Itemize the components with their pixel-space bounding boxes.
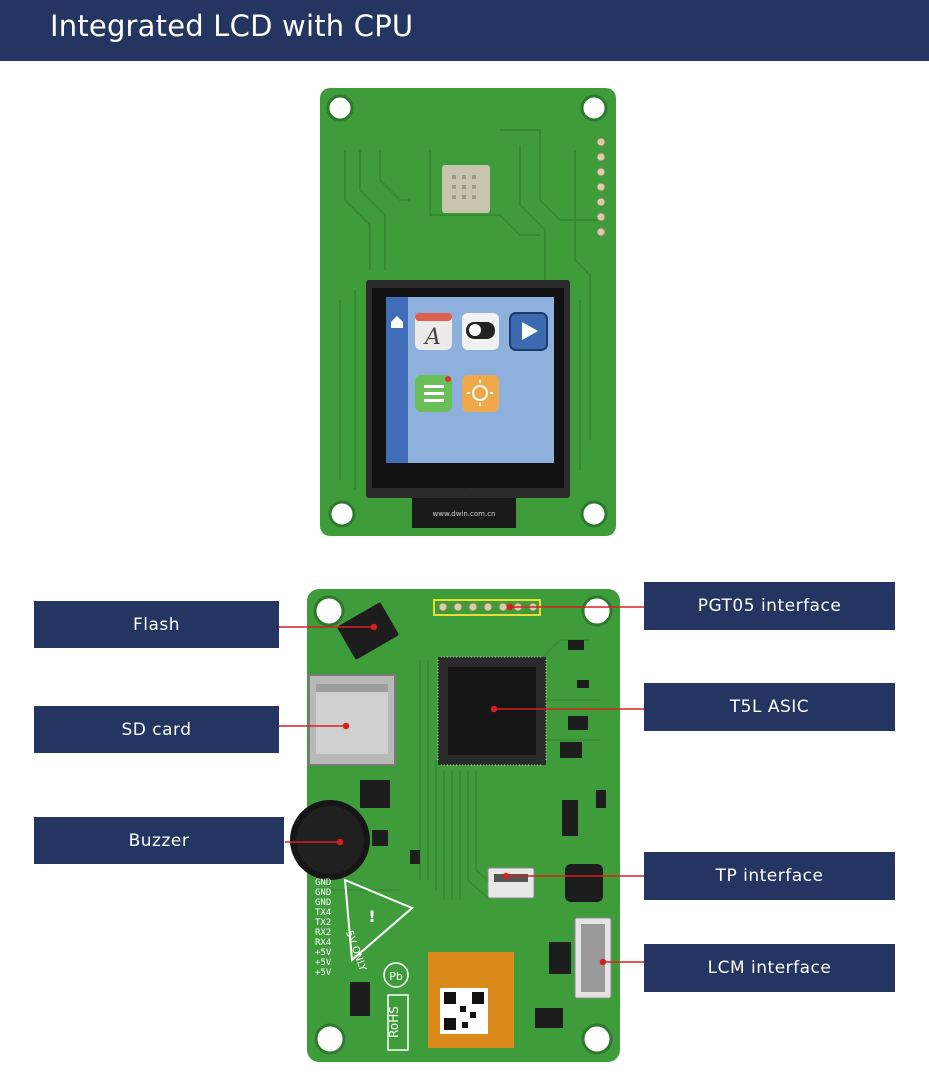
front-board: A www.dwin.com.cn — [320, 88, 616, 536]
callout-t5l-asic: T5L ASIC — [644, 683, 895, 731]
pin-label: +5V — [315, 948, 332, 958]
silkscreen-url: www.dwin.com.cn — [433, 510, 496, 518]
header-bar: Integrated LCD with CPU — [0, 0, 929, 61]
play-app-icon — [509, 312, 548, 351]
pin-label: GND — [315, 898, 331, 908]
mount-hole-icon — [580, 94, 608, 122]
page-title: Integrated LCD with CPU — [50, 9, 414, 43]
pin-label: TX2 — [315, 918, 331, 928]
mount-hole-icon — [580, 500, 608, 528]
pin-label: RX4 — [315, 938, 331, 948]
rohs-mark: RoHS — [387, 1006, 401, 1038]
mount-hole-icon — [326, 94, 354, 122]
back-board: ! 5V ONLY GND GND GND TX4 TX2 RX2 RX4 +5… — [290, 495, 620, 1062]
home-icon — [391, 316, 403, 328]
callout-tp-interface: TP interface — [644, 852, 895, 900]
pin-label: +5V — [315, 968, 332, 978]
callout-lcm-interface: LCM interface — [644, 944, 895, 992]
pin-label: TX4 — [315, 908, 331, 918]
brightness-app-icon — [462, 375, 499, 412]
mount-hole-icon — [328, 500, 356, 528]
svg-text:!: ! — [368, 907, 375, 926]
callout-sd-card: SD card — [34, 706, 279, 753]
pb-free-mark: Pb — [389, 970, 403, 983]
svg-text:A: A — [423, 325, 441, 350]
pin-label: +5V — [315, 958, 332, 968]
toggle-app-icon — [462, 313, 499, 350]
callout-flash: Flash — [34, 601, 279, 648]
list-app-icon — [415, 375, 452, 412]
pin-label: GND — [315, 888, 331, 898]
callout-pgt05-interface: PGT05 interface — [644, 582, 895, 630]
pin-label: RX2 — [315, 928, 331, 938]
font-app-icon: A — [415, 313, 452, 350]
callout-buzzer: Buzzer — [34, 817, 284, 864]
pin-label: GND — [315, 878, 331, 888]
